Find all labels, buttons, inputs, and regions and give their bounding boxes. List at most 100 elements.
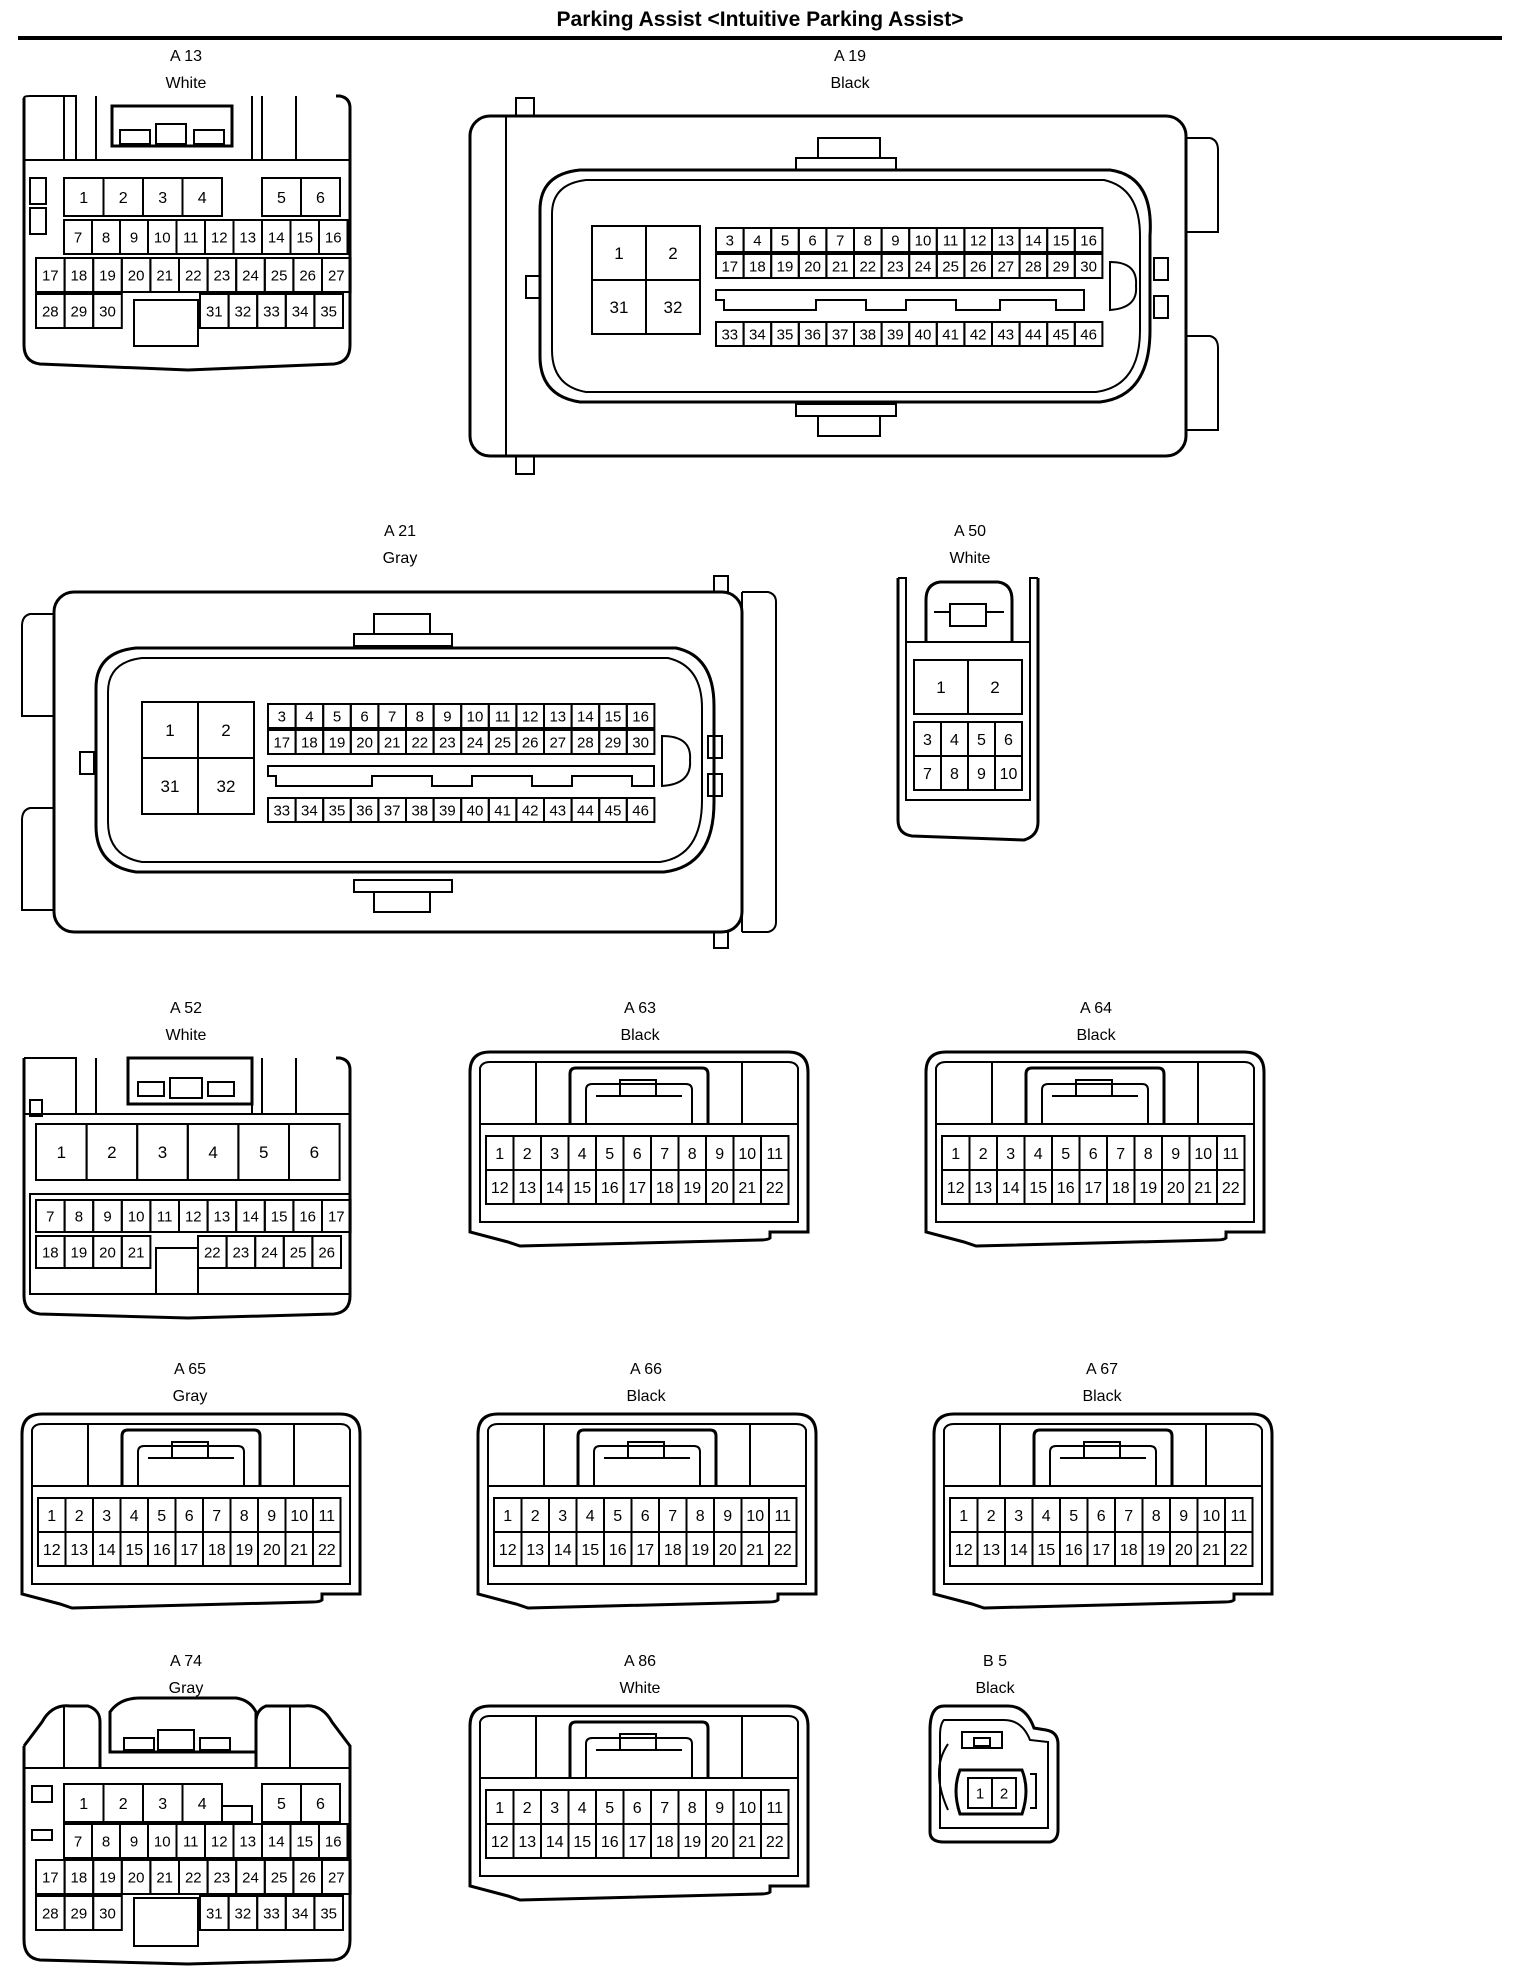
pin-number: 8 [1144,1146,1153,1163]
pin-number: 17 [273,734,290,751]
pin-cell: 11 [312,1497,342,1533]
pin-number: 15 [573,1834,591,1851]
pin-cell: 36 [349,797,380,823]
pin-number: 25 [942,258,959,275]
pin-number: 2 [979,1146,988,1163]
pin-number: 14 [268,1833,285,1850]
pin-number: 17 [1092,1542,1110,1559]
pin-cell: 35 [322,797,352,823]
pin-number: 10 [154,229,171,246]
pin-cell: 28 [35,1895,66,1931]
pin-number: 41 [494,802,511,819]
pin-number: 19 [691,1542,709,1559]
pin-cell: 43 [543,797,573,823]
connector-color: Gray [172,1388,208,1405]
pin-number: 44 [577,802,594,819]
pin-cell: 26 [311,1235,342,1269]
pin-number: 10 [1000,766,1018,783]
connector-code: A 21 [383,523,417,540]
pin-cell: 1 [485,1789,515,1825]
pin-cell: 12 [37,1531,67,1567]
pin-number: 45 [1053,326,1070,343]
pin-number: 25 [494,734,511,751]
pin-number: 13 [70,1542,88,1559]
pin-cell: 18 [1106,1169,1136,1205]
pin-number: 33 [273,802,290,819]
pin-cell: 6 [630,1497,660,1533]
pin-number: 20 [1167,1180,1185,1197]
pin-number: 18 [664,1542,682,1559]
pin-cell: 24 [254,1235,285,1269]
pin-cell: 4 [567,1135,597,1171]
pin-cell: 19 [770,253,800,279]
pin-cell: 2 [512,1789,542,1825]
pin-number: 9 [891,232,899,249]
connector-code: A 52 [169,1000,203,1017]
pin-cell: 16 [603,1531,633,1567]
pin-cell: 18 [63,1859,95,1895]
pin-cell: 4 [294,703,325,729]
pin-cell: 21 [732,1169,762,1205]
pin-number: 27 [328,267,345,284]
pin-number: 17 [42,1869,59,1886]
pin-number: 22 [766,1180,784,1197]
pin-number: 34 [292,1905,309,1922]
connector-code: A 63 [623,1000,657,1017]
pin-cell: 33 [715,321,745,347]
pin-number: 31 [610,298,629,317]
connector-A63-housing [468,1050,810,1248]
pin-cell: 8 [91,219,121,255]
pin-cell: 4 [119,1497,149,1533]
pin-cell: 5 [322,703,352,729]
pin-cell: 14 [996,1169,1026,1205]
pin-cell: 18 [202,1531,232,1567]
pin-number: 3 [550,1800,559,1817]
pin-cell: 20 [1169,1531,1199,1567]
pin-cell: 35 [313,293,344,329]
pin-cell: 5 [147,1497,177,1533]
pin-number: 1 [495,1146,504,1163]
pin-cell: 22 [768,1531,798,1567]
pin-number: 42 [970,326,987,343]
pin-cell: 13 [512,1169,542,1205]
pin-number: 13 [982,1542,1000,1559]
pin-number: 15 [1029,1180,1047,1197]
pin-cell: 8 [229,1497,259,1533]
pin-cell: 5 [1051,1135,1081,1171]
pin-cell: 1 [37,1497,67,1533]
pin-cell: 14 [540,1169,570,1205]
pin-cell: 7 [202,1497,232,1533]
pin-number: 10 [1202,1508,1220,1525]
pin-cell: 26 [963,253,994,279]
pin-number: 20 [804,258,821,275]
pin-cell: 16 [318,219,349,255]
pin-cell: 19 [92,1859,123,1895]
pin-cell: 10 [740,1497,770,1533]
pin-cell: 41 [935,321,966,347]
pin-number: 16 [153,1542,171,1559]
pin-cell: 1 [493,1497,523,1533]
pin-number: 2 [523,1800,532,1817]
pin-number: 1 [495,1800,504,1817]
pin-cell: 42 [963,321,994,347]
pin-cell: 23 [225,1235,257,1269]
pin-number: 34 [301,802,318,819]
pin-number: 31 [161,777,180,796]
pin-number: 18 [208,1542,226,1559]
pin-cell: 17 [35,257,66,293]
connector-A50-housing [896,577,1040,842]
pin-cell: 8 [940,755,969,791]
pin-cell: 11 [175,219,206,255]
pin-number: 10 [128,1208,145,1225]
pin-number: 2 [990,678,999,697]
pin-number: 39 [439,802,456,819]
pin-cell: 1 [941,1135,971,1171]
pin-cell: 39 [432,797,463,823]
pin-number: 3 [1006,1146,1015,1163]
pin-number: 13 [549,708,566,725]
pin-cell: 31 [591,279,647,335]
pin-number: 23 [439,734,456,751]
